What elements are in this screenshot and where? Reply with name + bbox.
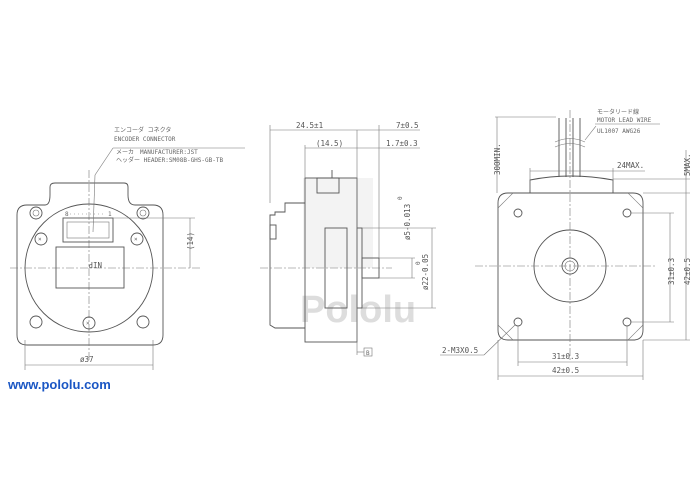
dim-boss-tol: 0 (415, 261, 422, 265)
dim-5max: 5MAX. (683, 153, 692, 176)
dim-14: (14) (186, 232, 195, 250)
dim-1-7: 1.7±0.3 (386, 139, 418, 148)
svg-text:×: × (134, 236, 138, 243)
dim-42-vertical: 42±0.5 (683, 258, 692, 285)
side-view: 24.5±1 7±0.5 (14.5) 1.7±0.3 0 ø5-0.013 0… (260, 121, 436, 357)
datum-label: B (366, 350, 370, 357)
watermark-text: Pololu (300, 289, 416, 331)
dim-42-horizontal: 42±0.5 (552, 366, 579, 375)
lead-wire-label: MOTOR LEAD WIRE (597, 117, 652, 124)
pololu-url-link[interactable]: www.pololu.com (8, 377, 111, 392)
encoder-end-view: NIP 8 1 × × × エンコーダ コネクタ ENCODER CONNECT… (10, 126, 245, 370)
pin-8-label: 8 (65, 211, 69, 218)
nip-label: NIP (88, 260, 102, 269)
dim-24-5: 24.5±1 (296, 121, 323, 130)
hole-spec: 2-M3X0.5 (442, 346, 478, 355)
dim-14-5: (14.5) (316, 139, 343, 148)
callout-manufacturer: メーカ MANUFACTURER:JST (116, 149, 198, 156)
mounting-holes: × × × (29, 206, 150, 330)
callout-encoder-connector: ENCODER CONNECTOR (114, 136, 176, 143)
dim-shaft-tol: 0 (397, 196, 404, 200)
dim-300min: 300MIN. (493, 143, 502, 175)
pin-1-label: 1 (108, 211, 112, 218)
front-view: モータリード線 MOTOR LEAD WIRE UL1007 AWG26 300… (440, 108, 692, 380)
svg-text:×: × (38, 236, 42, 243)
dim-shaft-dia: ø5-0.013 (403, 204, 412, 240)
dim-24max: 24MAX. (617, 161, 644, 170)
watermark-logo (303, 178, 373, 268)
svg-text:×: × (86, 320, 90, 327)
dim-dia37: ø37 (80, 355, 94, 364)
callout-header: ヘッダー HEADER:SM08B-GHS-GB-TB (116, 156, 223, 164)
callout-jp: エンコーダ コネクタ (114, 126, 171, 134)
dim-31-vertical: 31±0.3 (667, 258, 676, 285)
dim-boss-dia: ø22-0.05 (421, 254, 430, 290)
lead-wires (554, 118, 586, 177)
dim-31-horizontal: 31±0.3 (552, 352, 579, 361)
dim-7: 7±0.5 (396, 121, 419, 130)
lead-wire-jp: モータリード線 (597, 108, 639, 116)
lead-wire-spec: UL1007 AWG26 (597, 128, 641, 135)
